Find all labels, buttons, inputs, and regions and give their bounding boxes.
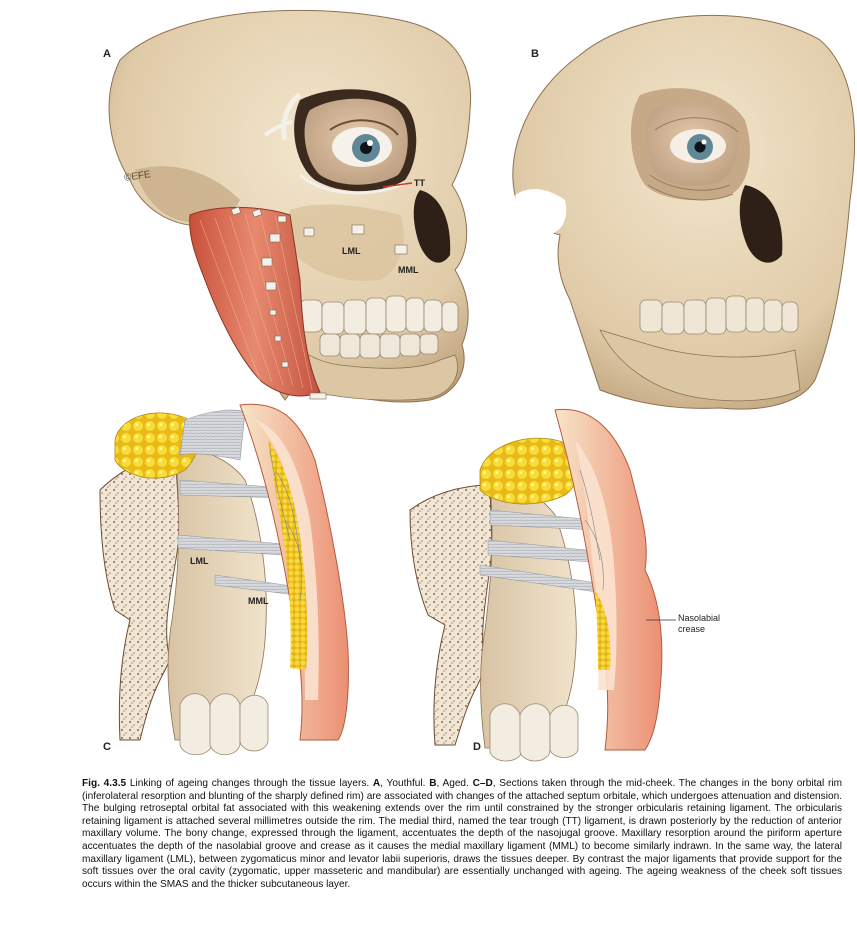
caption-text-1: Linking of ageing changes through the ti…	[126, 778, 373, 789]
label-lml-a: LML	[342, 246, 361, 256]
caption-text-4: , Sections taken through the mid-cheek. …	[82, 778, 842, 890]
panel-letter-b: B	[531, 48, 539, 60]
label-lml-c: LML	[190, 556, 209, 566]
label-mml-a: MML	[398, 265, 419, 275]
figure-illustration	[99, 9, 856, 762]
label-mml-c: MML	[248, 596, 269, 606]
caption-panel-b: B	[429, 778, 437, 789]
skull-a	[108, 9, 472, 403]
skull-b	[512, 14, 856, 410]
caption-fig-number: Fig. 4.3.5	[82, 778, 127, 789]
label-tt: TT	[414, 178, 425, 188]
figure: A B C D ©EFE TT LML MML LML MML Nasolabi…	[99, 9, 856, 762]
label-nasolabial-line1: Nasolabial	[678, 613, 721, 623]
figure-caption: Fig. 4.3.5 Linking of ageing changes thr…	[82, 778, 842, 891]
caption-panel-cd: C–D	[472, 778, 493, 789]
section-c	[99, 403, 349, 756]
panel-letter-d: D	[473, 741, 481, 753]
label-nasolabial-crease: Nasolabial crease	[678, 613, 720, 635]
caption-text-3: , Aged.	[436, 778, 473, 789]
label-nasolabial-line2: crease	[678, 624, 706, 634]
panel-letter-a: A	[103, 48, 111, 60]
section-d	[409, 408, 676, 762]
caption-panel-a: A	[372, 778, 381, 789]
panel-letter-c: C	[103, 741, 111, 753]
caption-text-2: , Youthful.	[380, 778, 430, 789]
